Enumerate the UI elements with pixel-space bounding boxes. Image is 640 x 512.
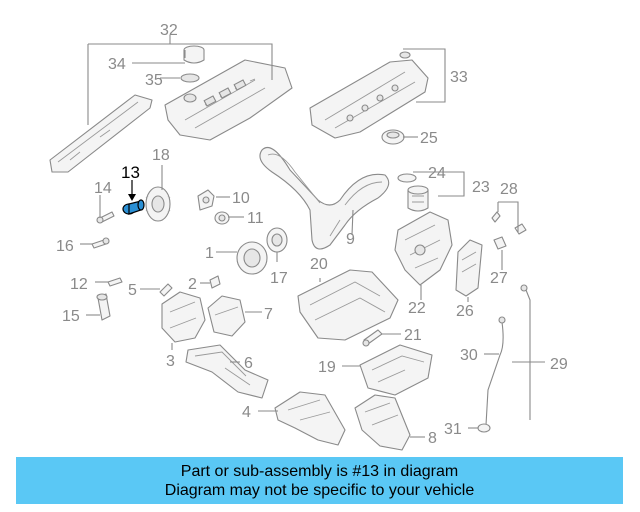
callout-9: 9 [346,231,355,248]
callout-4: 4 [242,404,251,421]
leader-lines [80,35,545,438]
callout-31: 31 [444,421,462,438]
callout-12: 12 [70,276,88,293]
bolt-2 [209,275,221,289]
banner-line-1: Part or sub-assembly is #13 in diagram [180,462,459,480]
callout-33: 33 [450,69,468,86]
callout-3: 3 [166,353,175,370]
oil-pump-housing [394,211,453,286]
callout-17: 17 [270,270,288,287]
callout-5: 5 [128,282,137,299]
callout-2: 2 [188,276,197,293]
valve-cover-right [309,51,429,139]
callout-23: 23 [472,179,490,196]
seal-31 [477,423,491,433]
callout-21: 21 [404,327,422,344]
sprocket-17 [266,227,288,253]
callout-34: 34 [108,56,126,73]
callout-22: 22 [408,300,426,317]
bolt-5 [159,283,173,297]
valve-cover-left [164,59,293,141]
valve-cover-rail [49,94,153,173]
callout-29: 29 [550,356,568,373]
cover-8 [354,394,411,451]
info-banner: Part or sub-assembly is #13 in diagram D… [16,457,623,504]
dipstick-tube-30 [485,316,506,426]
callout-35: 35 [145,72,163,89]
pickup-tube-21 [362,329,383,347]
callout-8: 8 [428,430,437,447]
timing-cover-7 [207,295,246,337]
cap-25 [381,129,405,145]
bolt-12 [107,277,123,287]
callout-28: 28 [500,181,518,198]
callout-15: 15 [62,308,80,325]
dipstick-29 [520,284,531,420]
sensor-28-27 [491,211,527,250]
callout-11: 11 [247,210,264,227]
callout-labels: 32 34 35 33 25 24 23 28 9 27 22 26 18 13… [56,22,568,447]
part-13-highlight[interactable] [122,199,145,215]
callout-26: 26 [456,303,474,320]
callout-6: 6 [244,355,253,372]
timing-belt [259,146,390,250]
callout-1: 1 [205,245,214,262]
callout-32: 32 [160,22,178,39]
cover-4 [274,391,346,446]
parts-diagram: 32 34 35 33 25 24 23 28 9 27 22 26 18 13… [49,22,568,451]
callout-30: 30 [460,347,478,364]
module-26 [455,239,483,297]
callout-16: 16 [56,238,74,255]
banner-line-2: Diagram may not be specific to your vehi… [164,481,475,499]
oil-pan-upper [297,269,399,341]
oil-filter [397,173,429,212]
callout-7: 7 [264,306,273,323]
callout-13[interactable]: 13 [121,163,140,182]
callout-18: 18 [152,147,170,164]
part-drawings [49,45,531,451]
bolt-16 [91,237,110,249]
callout-27: 27 [490,270,508,287]
sensor-15 [96,293,111,321]
crank-pulley-1 [236,241,268,275]
callout-19: 19 [318,359,336,376]
gasket-6 [185,344,269,399]
callout-24: 24 [428,165,446,182]
timing-cover-3 [161,291,206,343]
idler-11 [214,211,230,225]
gear-18 [145,186,171,222]
callout-20: 20 [310,256,328,273]
oil-pan-lower [359,344,433,396]
callout-10: 10 [232,190,250,207]
callout-14: 14 [94,180,112,197]
oil-cap [180,45,205,83]
callout-25: 25 [420,130,438,147]
tensioner-10 [197,189,215,211]
